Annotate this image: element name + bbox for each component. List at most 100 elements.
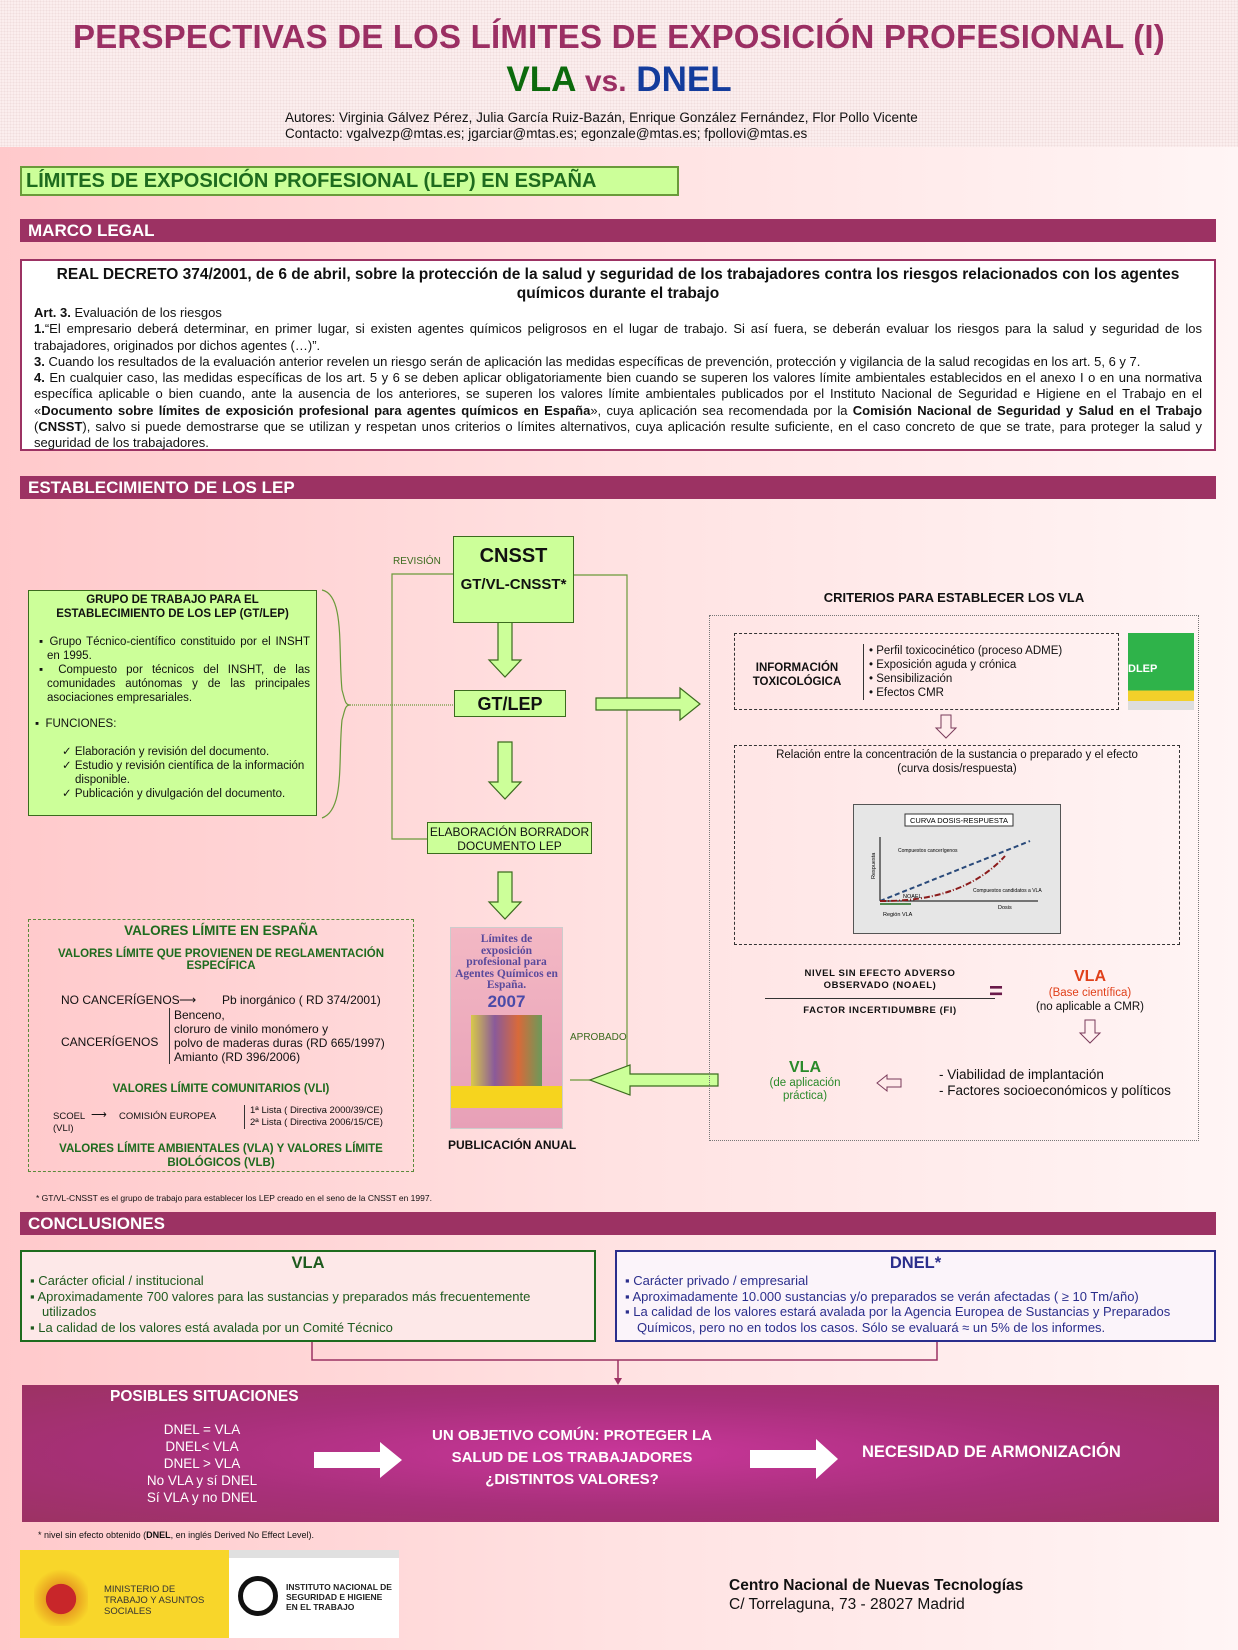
p3-num: 3. bbox=[34, 353, 45, 369]
dnel-item: ▪ La calidad de los valores estará avala… bbox=[625, 1304, 1171, 1335]
dnel-conclusion-title: DNEL* bbox=[889, 1254, 942, 1272]
necesidad-text: NECESIDAD DE ARMONIZACIÓN bbox=[862, 1443, 1121, 1461]
arrow-down-2 bbox=[487, 741, 523, 800]
p1-text: “El empresario deberá determinar, en pri… bbox=[34, 321, 1202, 353]
p4-cnsst: CNSST bbox=[38, 419, 83, 435]
vla-label: VLA bbox=[1074, 968, 1106, 985]
contact: Contacto: vgalvezp@mtas.es; jgarciar@mta… bbox=[285, 126, 808, 141]
book-year: 2007 bbox=[487, 991, 526, 1011]
vla-base-block: VLA (Base científica) (no aplicable a CM… bbox=[1025, 968, 1155, 1014]
arrow-right-criteria bbox=[595, 686, 701, 722]
dlep-logo-image: DLEP bbox=[1128, 633, 1194, 710]
vla-no-cmr: (no aplicable a CMR) bbox=[1035, 1001, 1144, 1013]
valores-title: VALORES LÍMITE EN ESPAÑA bbox=[124, 923, 318, 938]
info-toxicologica-box: INFORMACIÓN TOXICOLÓGICA • Perfil toxico… bbox=[734, 633, 1119, 710]
denominator: FACTOR INCERTIDUMBRE (FI) bbox=[803, 1005, 957, 1016]
subtitle-vs: vs. bbox=[584, 65, 627, 98]
label-noael: NOAEL bbox=[903, 894, 922, 900]
relacion-text: Relación entre la concentración de la su… bbox=[776, 749, 1138, 775]
gtlep-box: GT/LEP bbox=[454, 690, 566, 717]
establecimiento-bar: ESTABLECIMIENTO DE LOS LEP bbox=[20, 476, 1216, 499]
footnote-dnel: * nivel sin efecto obtenido (DNEL, en in… bbox=[38, 1530, 314, 1540]
ministerio-text: MINISTERIO DE TRABAJO Y ASUNTOS SOCIALES bbox=[104, 1584, 205, 1617]
function-item: ✓ Elaboración y revisión del documento. bbox=[62, 746, 270, 758]
vla-item: ▪ La calidad de los valores está avalada… bbox=[30, 1319, 393, 1335]
centro-address: C/ Torrelaguna, 73 - 28027 Madrid bbox=[729, 1596, 965, 1613]
p4-text: En cualquier caso, las medidas específic… bbox=[34, 370, 1202, 418]
authors-block: Autores: Virginia Gálvez Pérez, Julia Ga… bbox=[285, 110, 918, 142]
vla-conclusion-box: VLA ▪ Carácter oficial / institucional ▪… bbox=[20, 1250, 596, 1342]
listas: 1ª Lista ( Directiva 2000/39/CE)2ª Lista… bbox=[244, 1105, 383, 1129]
formula-fraction: NIVEL SIN EFECTO ADVERSO OBSERVADO (NOAE… bbox=[765, 968, 995, 1017]
vla-item: ▪ Carácter oficial / institucional bbox=[30, 1273, 204, 1288]
arrow-down-1 bbox=[487, 621, 523, 678]
arrow-left-book bbox=[588, 1064, 719, 1096]
p3-text: Cuando los resultados de la evaluación a… bbox=[44, 353, 1141, 369]
valores-sub2: VALORES LÍMITE COMUNITARIOS (VLI) bbox=[112, 1083, 330, 1095]
label-cand: Compuestos candidatos a VLA bbox=[973, 888, 1042, 894]
p4-text3: ), salvo si puede demostrarse que se uti… bbox=[34, 419, 1202, 451]
group-bullet: ▪ Compuesto por técnicos del INSHT, de l… bbox=[39, 664, 311, 704]
vla2-sub: (de aplicación práctica) bbox=[769, 1077, 841, 1102]
ministerio-logo: MINISTERIO DE TRABAJO Y ASUNTOS SOCIALES bbox=[20, 1550, 229, 1638]
book-caption: PUBLICACIÓN ANUAL bbox=[448, 1138, 577, 1152]
arrow-down-hollow-icon bbox=[934, 714, 958, 739]
borrador-line2: DOCUMENTO LEP bbox=[457, 839, 562, 853]
valores-sub3: VALORES LÍMITE AMBIENTALES (VLA) Y VALOR… bbox=[59, 1143, 383, 1169]
arrow-left-hollow-icon bbox=[876, 1073, 902, 1093]
objetivo-text: UN OBJETIVO COMÚN: PROTEGER LA SALUD DE … bbox=[431, 1427, 712, 1488]
cnsst-box: CNSST GT/VL-CNSST* bbox=[453, 536, 574, 623]
valores-sub1: VALORES LÍMITE QUE PROVIENEN DE REGLAMEN… bbox=[57, 948, 385, 972]
x-label: Dosis bbox=[998, 905, 1012, 911]
function-item: ✓ Publicación y divulgación del document… bbox=[62, 788, 286, 800]
criterios-title: CRITERIOS PARA ESTABLECER LOS VLA bbox=[823, 590, 1085, 605]
arrow-down-3 bbox=[487, 871, 523, 920]
posibles-title: POSIBLES SITUACIONES bbox=[110, 1388, 299, 1405]
vla-item: ▪ Aproximadamente 700 valores para las s… bbox=[30, 1288, 531, 1320]
book-title: Límites de exposición profesional para A… bbox=[455, 933, 558, 991]
comision-europea: COMISIÓN EUROPEA bbox=[119, 1111, 217, 1122]
dnel-item: ▪ Carácter privado / empresarial bbox=[625, 1273, 809, 1288]
group-bullet: ▪ Grupo Técnico-científico constituido p… bbox=[39, 636, 310, 662]
revision-line bbox=[391, 573, 453, 840]
dnel-item: ▪ Aproximadamente 10.000 sustancias y/o … bbox=[625, 1288, 1139, 1304]
info-items: • Perfil toxicocinético (proceso ADME)• … bbox=[863, 644, 1062, 700]
coat-of-arms-icon bbox=[34, 1566, 88, 1626]
arrow-icon: ⟶ bbox=[91, 1109, 107, 1121]
book-artwork bbox=[471, 1014, 542, 1087]
vla2-label: VLA bbox=[789, 1059, 821, 1076]
book-cover-image: Límites de exposición profesional para A… bbox=[450, 927, 563, 1129]
valores-limite-box: VALORES LÍMITE EN ESPAÑA VALORES LÍMITE … bbox=[28, 919, 414, 1172]
arrow-icon: ⟶ bbox=[179, 993, 197, 1007]
art-label: Art. 3. bbox=[34, 305, 71, 320]
factors-list: - Viabilidad de implantación- Factores s… bbox=[939, 1067, 1171, 1098]
poster-title: PERSPECTIVAS DE LOS LÍMITES DE EXPOSICIÓ… bbox=[73, 18, 1165, 55]
insht-emblem-icon bbox=[238, 1576, 278, 1616]
group-bullet: ▪ FUNCIONES: bbox=[35, 718, 117, 730]
header-band bbox=[0, 0, 1238, 147]
decree-box: REAL DECRETO 374/2001, de 6 de abril, so… bbox=[20, 259, 1216, 451]
arrow-right-icon bbox=[750, 1439, 838, 1479]
info-label: INFORMACIÓN TOXICOLÓGICA bbox=[752, 662, 842, 688]
brace bbox=[321, 589, 351, 819]
book-band bbox=[451, 1086, 562, 1108]
footnote-gtvl: * GT/VL-CNSST es el grupo de trabajo par… bbox=[36, 1193, 432, 1203]
p1-num: 1. bbox=[34, 321, 45, 337]
gtvl-label: GT/VL-CNSST* bbox=[460, 576, 567, 593]
fraction-line bbox=[765, 998, 995, 999]
criterios-box: INFORMACIÓN TOXICOLÓGICA • Perfil toxico… bbox=[709, 615, 1199, 1141]
centro-name: Centro Nacional de Nuevas Tecnologías bbox=[729, 1577, 1024, 1594]
aprobado-label: APROBADO bbox=[570, 1032, 627, 1043]
chart-title-box bbox=[904, 813, 1014, 827]
numerator: NIVEL SIN EFECTO ADVERSO OBSERVADO (NOAE… bbox=[804, 968, 956, 991]
arrow-right-icon bbox=[314, 1442, 402, 1478]
insht-text: INSTITUTO NACIONAL DE SEGURIDAD E HIGIEN… bbox=[286, 1582, 392, 1612]
p4-paren: ( bbox=[34, 419, 39, 435]
footer-address: Centro Nacional de Nuevas Tecnologías C/… bbox=[729, 1576, 1023, 1614]
p4-num: 4. bbox=[34, 370, 45, 386]
dose-response-chart: CURVA DOSIS-RESPUESTA Compuestos cancerí… bbox=[853, 804, 1061, 934]
